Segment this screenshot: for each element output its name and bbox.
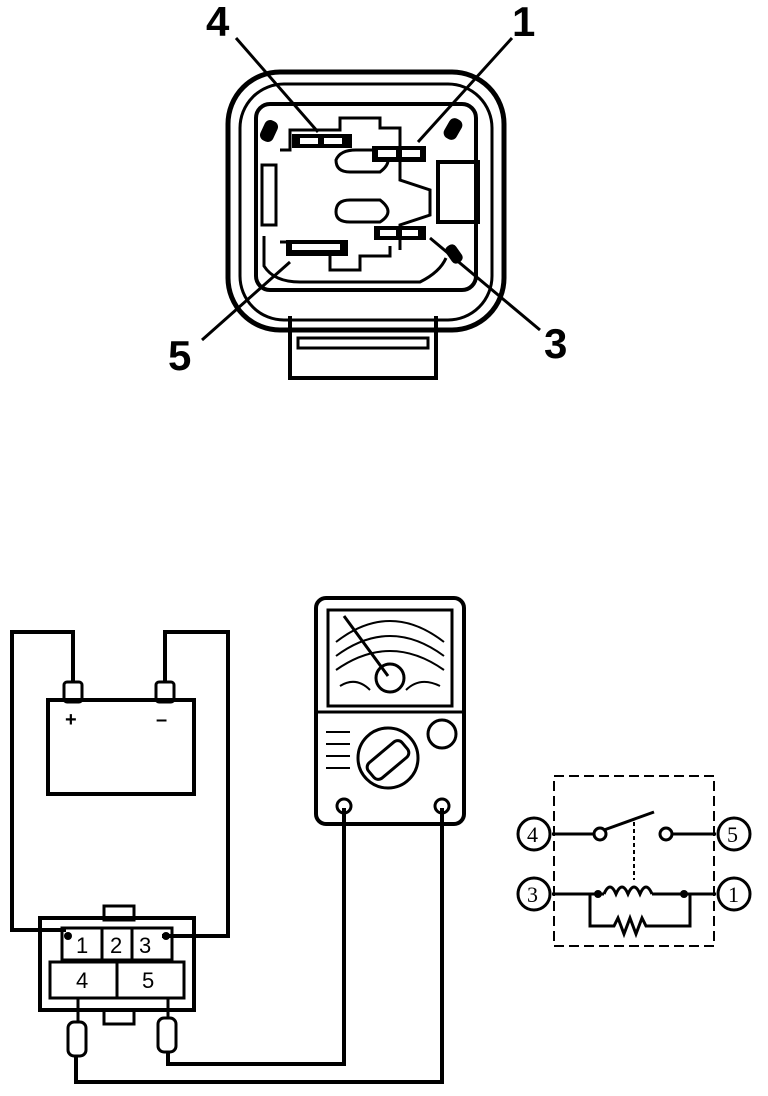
- relay-cell-3: 3: [139, 933, 151, 958]
- schematic-terminal-3: 3: [527, 882, 538, 907]
- relay-cell-5: 5: [142, 968, 154, 993]
- battery-positive-label: +: [65, 709, 77, 731]
- multimeter: [314, 596, 466, 826]
- pin-label-1: 1: [512, 0, 535, 45]
- meter-leads: [74, 808, 444, 1084]
- pin-label-4: 4: [206, 0, 230, 45]
- battery-wires: [10, 630, 230, 938]
- pin-label-5: 5: [168, 332, 191, 379]
- battery-negative-label: –: [156, 709, 167, 731]
- battery: + –: [46, 680, 196, 796]
- schematic-terminal-5: 5: [727, 822, 738, 847]
- relay-schematic: 4 5 3 1: [516, 775, 752, 947]
- schematic-terminal-1: 1: [728, 882, 739, 907]
- relay-block: 1 2 3 4 5: [38, 904, 196, 1026]
- schematic-terminal-4: 4: [527, 822, 538, 847]
- range-selector-knob: [356, 726, 420, 790]
- relay-cell-4: 4: [76, 968, 88, 993]
- relay-cell-2: 2: [110, 933, 122, 958]
- relay-cell-1: 1: [76, 933, 88, 958]
- test-probes: [66, 998, 178, 1058]
- relay-connector-face: 4 1 5 3: [168, 0, 567, 380]
- pin-label-3: 3: [544, 320, 567, 367]
